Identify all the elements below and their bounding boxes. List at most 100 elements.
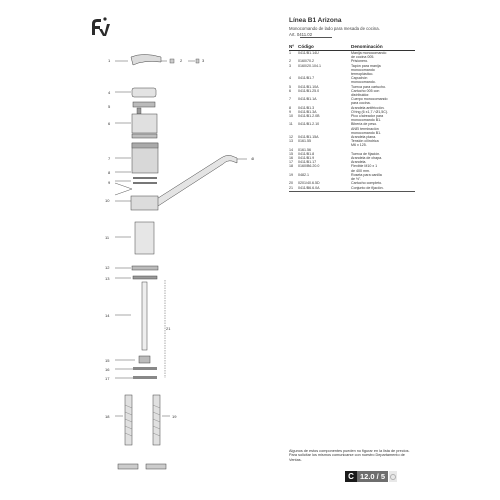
callout-label: 5: [108, 104, 111, 109]
table-row: 2 0160/70.2 Prisionero.: [289, 59, 415, 63]
description-line: de 400 mm.: [351, 168, 370, 173]
part-code: 0201/40.6.5D: [298, 181, 320, 186]
part-number: 16: [289, 156, 293, 161]
callout-label: 17: [105, 376, 110, 381]
callout-label: 2: [180, 58, 183, 63]
description-line: de ½".: [351, 177, 362, 182]
callout-label: 18: [105, 414, 110, 419]
part-description: Arandela antifricción.: [351, 106, 415, 110]
column-header-name: Denominación: [351, 44, 383, 49]
description-line: monocomando B1.: [351, 130, 382, 135]
part-number: 8: [289, 105, 291, 110]
exploded-parts-drawing: [114, 54, 247, 470]
part-number: 19: [289, 172, 293, 177]
part-number: 1: [289, 51, 291, 55]
callout-label: 1: [108, 58, 111, 63]
description-line: distribuidor.: [351, 93, 370, 98]
part-number: 4: [289, 76, 291, 81]
table-bottom-rule: [289, 190, 415, 192]
description-line: Cuerpo monocomando: [351, 97, 388, 102]
table-row: monocomando B1.: [289, 131, 415, 135]
description-line: M6 x 125.: [351, 143, 367, 148]
callout-label: 3: [202, 58, 205, 63]
table-row: 11 0411/B1.2.10 Bibería de peso.: [289, 122, 415, 126]
description-line: Arandela antifricción.: [351, 105, 385, 110]
part-description: Bibería de peso.: [351, 122, 415, 126]
part-description: Conjunto de fijación.: [351, 186, 415, 190]
description-line: para cocina.: [351, 101, 371, 106]
part-number: 14: [289, 147, 293, 152]
callout-label: 12: [105, 265, 110, 270]
part-number: 2: [289, 59, 291, 64]
part-code: 0411/B1.25.0: [298, 88, 320, 93]
section-letter: C: [345, 471, 357, 482]
part-number: 13: [289, 139, 293, 144]
fv-logo: [92, 17, 110, 36]
part-number: 6: [289, 88, 291, 93]
callout-label: 15: [105, 358, 110, 363]
callout-label: 4I: [251, 156, 255, 161]
description-line: Arandela plana.: [351, 135, 377, 140]
part-code: 0160/20.104.1: [298, 63, 321, 68]
part-code: 0160/B6.20.0: [298, 164, 320, 169]
part-number: 11: [289, 122, 293, 127]
callout-label: 19: [172, 414, 177, 419]
part-code: 0411/B6.6.0A: [298, 185, 320, 190]
page-number: 12.0 / 5: [357, 471, 389, 482]
part-description: Cartucho completo.: [351, 181, 415, 185]
part-code: 0411/B1.15A: [298, 135, 319, 140]
part-code: 0411/B1.10A: [298, 84, 319, 89]
description-line: O'ring (6 x1,7 / Ø1,5C).: [351, 109, 389, 114]
description-line: Prisionero.: [351, 59, 369, 64]
part-description: Arandela de chapa.: [351, 156, 415, 160]
description-line: Capuchón: [351, 76, 368, 81]
callout-label: 4: [108, 90, 111, 95]
description-line: de cocina 005.: [351, 55, 375, 60]
product-subtitle: Monocomando de lado para mesada de cocin…: [289, 26, 380, 31]
part-number: 10: [289, 114, 293, 119]
part-description: ANEl terminación: [351, 127, 415, 131]
part-description: Prisionero.: [351, 59, 415, 63]
description-line: monocomando B1.: [351, 118, 382, 123]
part-code: 0411/B1.2.10: [298, 122, 320, 127]
callout-label: 11: [105, 235, 110, 240]
description-line: Tensión cilíndrica: [351, 139, 379, 144]
part-code: 0161.55: [298, 139, 311, 144]
article-underline: [300, 37, 332, 38]
part-code: 0411/B1.8: [298, 151, 315, 156]
footer-note: Algunos de estos componentes pueden no f…: [289, 449, 410, 462]
page-badge: C 12.0 / 5: [345, 471, 398, 482]
description-line: monocomando: [351, 67, 375, 72]
part-number: 12: [289, 135, 293, 140]
column-header-number: Nº: [289, 44, 294, 49]
description-line: Cartucho 005 con: [351, 88, 380, 93]
description-line: Arandela.: [351, 160, 367, 165]
part-code: 0160/70.2: [298, 59, 314, 64]
article-reference: Art. 0411.02: [289, 32, 313, 37]
part-code: 0411/B1.3A: [298, 109, 317, 114]
product-title: Línea B1 Arizona: [289, 17, 342, 24]
table-row: ANEl terminación: [289, 127, 415, 131]
part-description: Tuerca para cartucho.: [351, 85, 415, 89]
part-number: 15: [289, 151, 293, 156]
